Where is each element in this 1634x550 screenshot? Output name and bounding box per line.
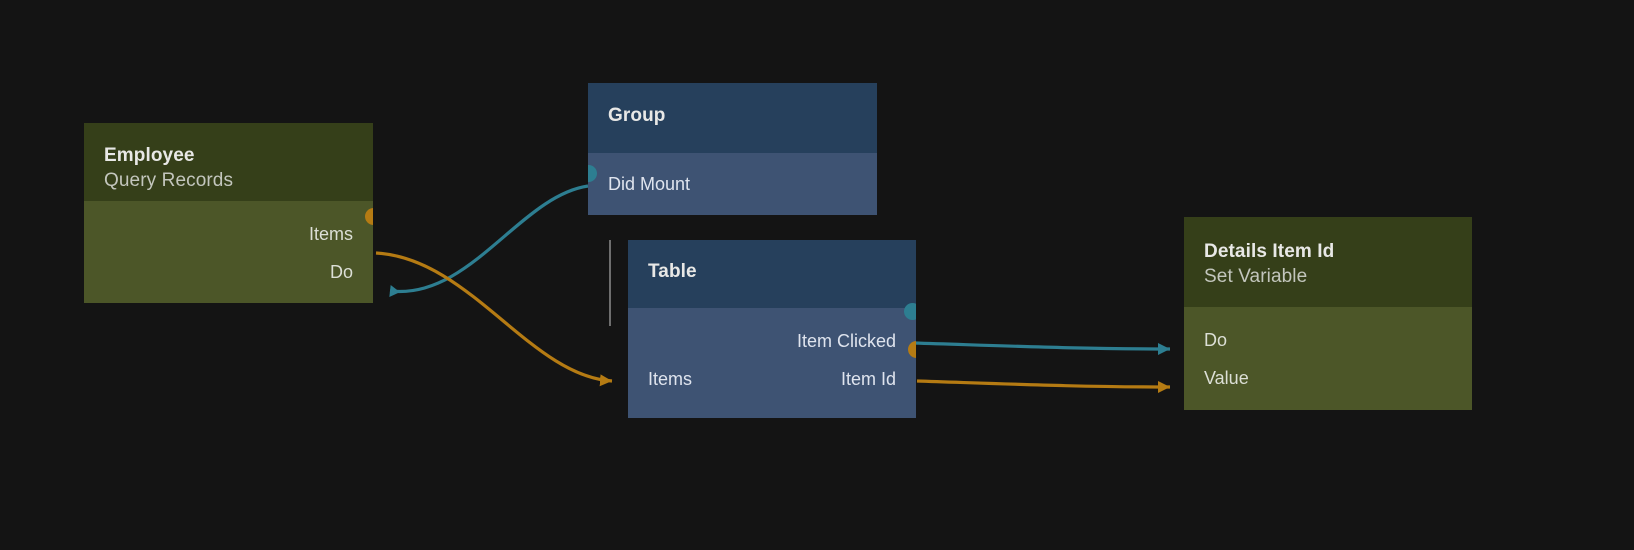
port-dot-employee-items[interactable] [365, 208, 373, 225]
node-details-item-id[interactable]: Details Item Id Set Variable Do Value [1184, 217, 1472, 410]
port-dot-table-itemclicked[interactable] [904, 303, 916, 320]
port-row-table-itemclicked[interactable]: Item Clicked [628, 322, 916, 360]
port-label-employee-items: Items [308, 224, 353, 244]
node-details-header: Details Item Id Set Variable [1184, 217, 1472, 307]
node-group-header: Group [588, 83, 877, 153]
node-group[interactable]: Group Did Mount [588, 83, 877, 215]
node-employee-header: Employee Query Records [84, 123, 373, 201]
edge-group-didmount-to-employee-do [389, 184, 589, 297]
node-table-body: Item Clicked Items Item Id [628, 303, 916, 418]
port-label-table-itemclicked: Item Clicked [796, 331, 896, 351]
port-label-table-items: Items [648, 369, 693, 389]
port-row-employee-do[interactable]: Do [84, 253, 373, 291]
node-employee-title: Employee [104, 145, 195, 166]
port-row-details-do[interactable]: Do [1184, 321, 1472, 359]
node-details-body: Do Value [1184, 307, 1472, 410]
port-label-group-didmount: Did Mount [608, 174, 691, 194]
port-label-details-do: Do [1204, 330, 1228, 350]
node-details-subtitle: Set Variable [1204, 266, 1308, 287]
edge-employee-items-to-table-items [375, 251, 613, 387]
edge-table-itemclicked-to-details-do [913, 341, 1171, 355]
node-details-title: Details Item Id [1204, 241, 1335, 262]
port-row-table-items[interactable]: Items Item Id [628, 360, 916, 398]
group-children-bracket [609, 240, 611, 326]
port-dot-group-didmount[interactable] [588, 165, 597, 182]
port-label-details-value: Value [1204, 368, 1249, 388]
node-employee-subtitle: Query Records [104, 170, 234, 191]
port-row-employee-items[interactable]: Items [84, 215, 373, 253]
port-label-employee-do: Do [329, 262, 353, 282]
edge-table-itemid-to-details-value [916, 379, 1171, 393]
node-employee[interactable]: Employee Query Records Items Do [84, 123, 373, 303]
node-table-title: Table [648, 261, 697, 282]
node-group-title: Group [608, 105, 666, 126]
node-group-body: Did Mount [588, 153, 877, 215]
node-table-header: Table [628, 240, 916, 308]
port-row-details-value[interactable]: Value [1184, 359, 1472, 397]
port-row-group-didmount[interactable]: Did Mount [588, 165, 877, 203]
node-table[interactable]: Table Item Clicked Items Item Id [628, 240, 916, 418]
port-dot-table-itemid[interactable] [908, 341, 916, 358]
node-employee-body: Items Do [84, 201, 373, 303]
port-label-table-itemid: Item Id [840, 369, 896, 389]
